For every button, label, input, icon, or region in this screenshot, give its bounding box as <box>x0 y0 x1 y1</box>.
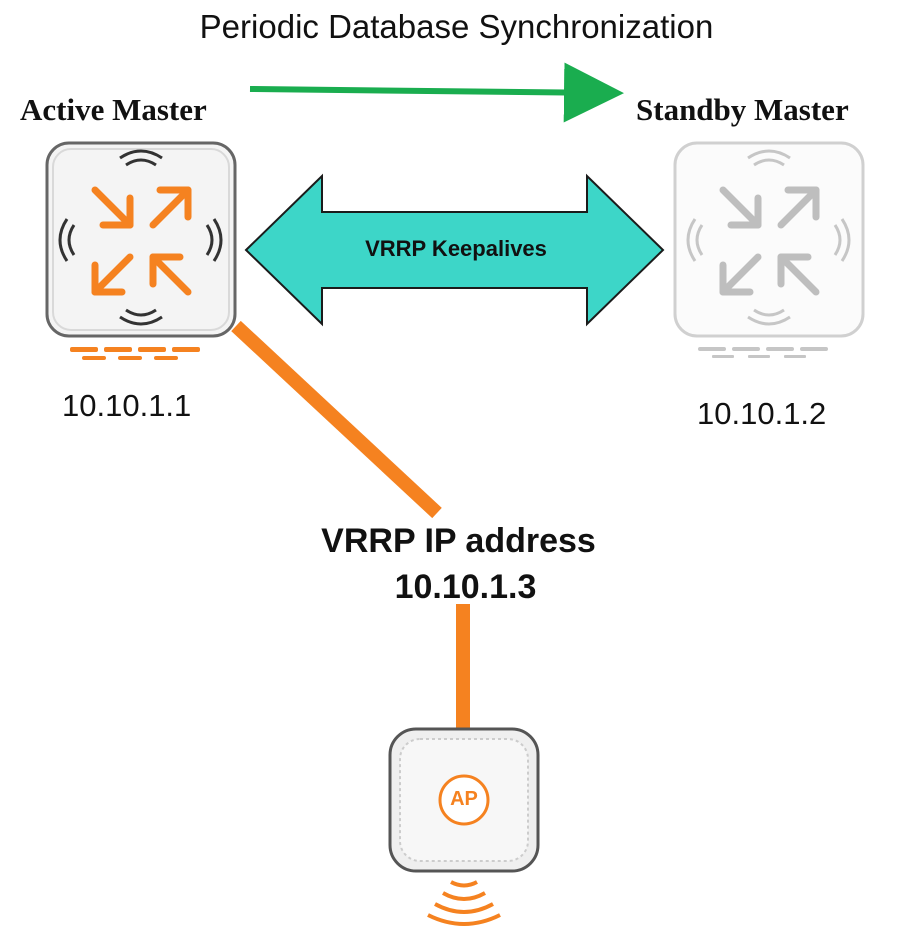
vrrp-link-upper <box>231 320 442 519</box>
standby-master-ip: 10.10.1.2 <box>697 396 827 431</box>
standby-master-controller-icon[interactable] <box>673 141 865 358</box>
ap-badge-label: AP <box>450 788 478 810</box>
vrrp-ip-value: 10.10.1.3 <box>394 568 537 606</box>
keepalive-label: VRRP Keepalives <box>365 236 547 261</box>
standby-master-label: Standby Master <box>636 92 849 127</box>
active-master-label: Active Master <box>20 92 207 127</box>
sync-arrow <box>249 62 624 123</box>
active-master-controller-icon[interactable] <box>45 141 237 360</box>
vrrp-ip-label: VRRP IP address <box>321 522 596 560</box>
access-point-icon[interactable] <box>388 727 540 926</box>
diagram-title: Periodic Database Synchronization <box>199 8 714 45</box>
keepalive-double-arrow <box>244 173 665 327</box>
active-master-ip: 10.10.1.1 <box>62 388 192 423</box>
